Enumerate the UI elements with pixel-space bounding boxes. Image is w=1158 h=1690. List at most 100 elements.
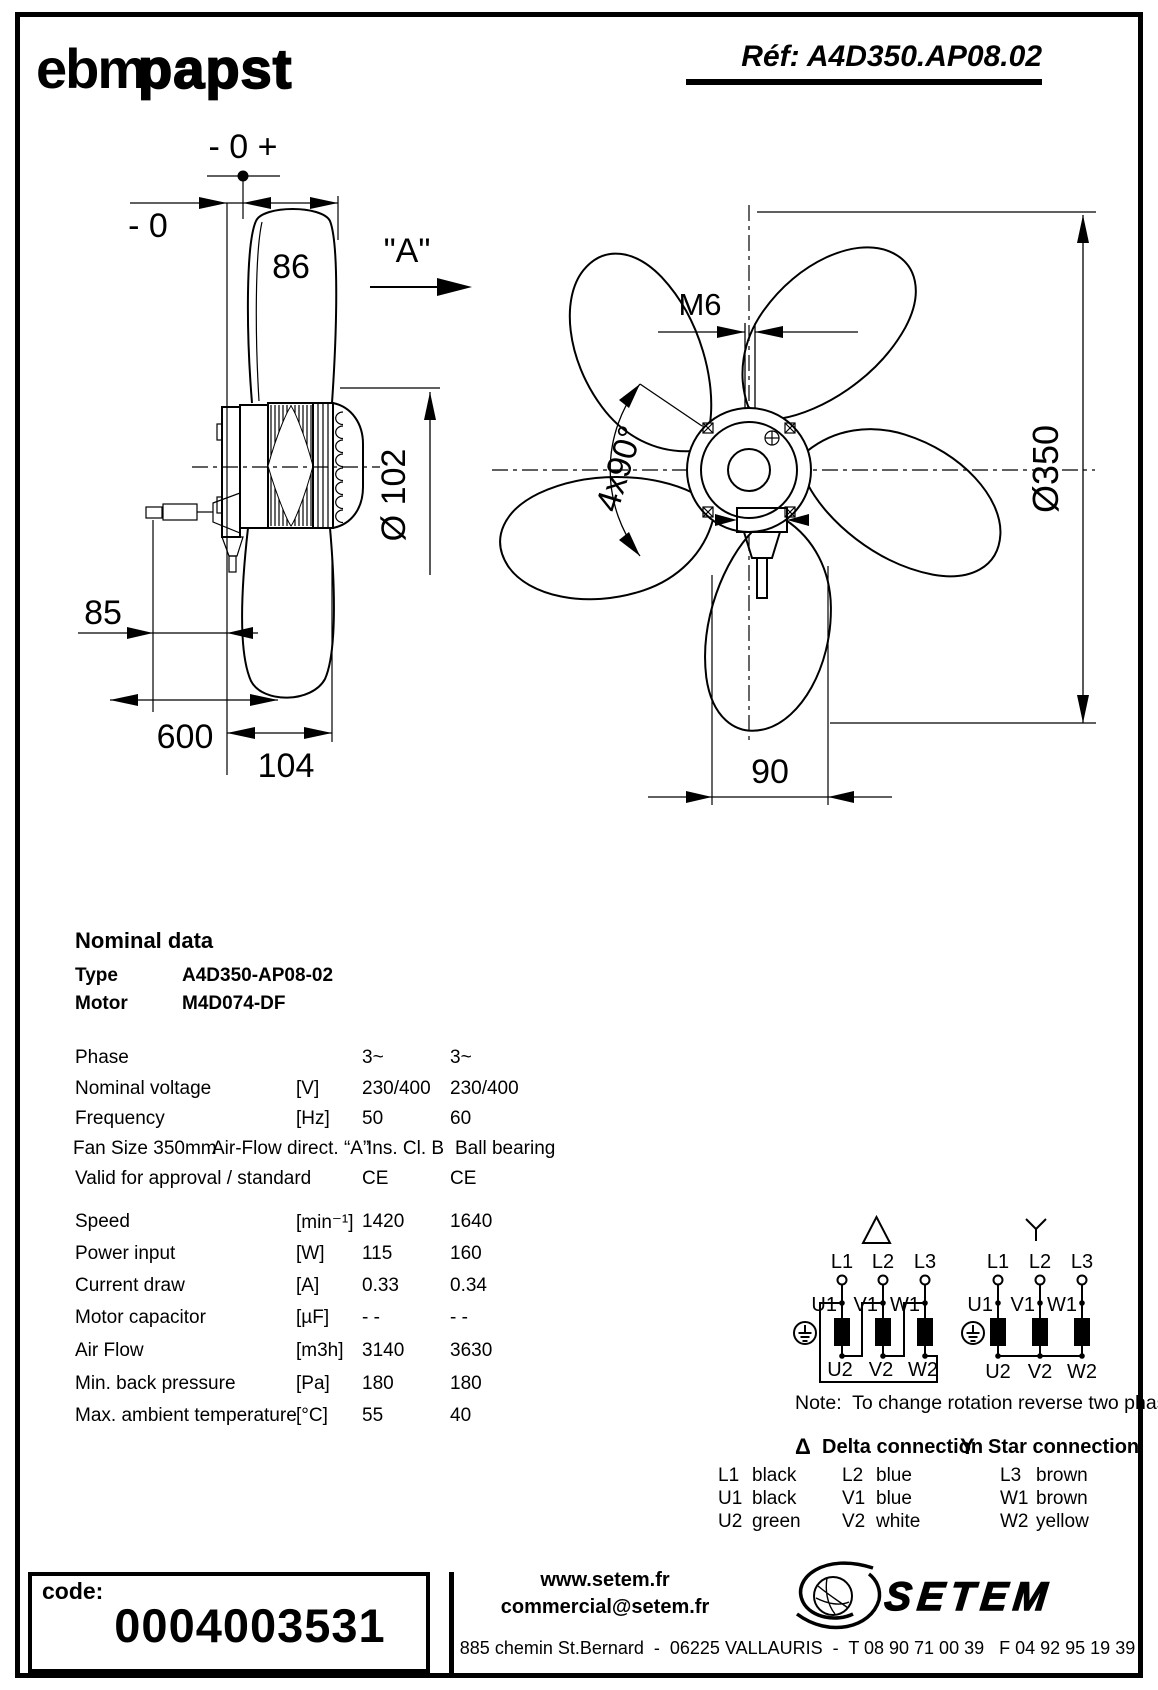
- wire-code: L3: [1000, 1465, 1022, 1486]
- code-label: code:: [42, 1578, 104, 1604]
- row-label: Speed: [75, 1211, 130, 1232]
- row-label: Current draw: [75, 1275, 185, 1296]
- row-label: Air Flow: [75, 1340, 144, 1361]
- row-unit: [min⁻¹]: [296, 1212, 354, 1233]
- row-value-50hz: 50: [362, 1108, 384, 1129]
- wire-color: blue: [876, 1488, 912, 1509]
- delta-l3-label: L3: [914, 1251, 936, 1273]
- tolerance-left-label: - 0: [128, 207, 168, 245]
- row-label: Nominal voltage: [75, 1078, 212, 1099]
- star-connection-label: Star connection: [988, 1436, 1140, 1458]
- star-l3-label: L3: [1071, 1251, 1093, 1273]
- star-w1-label: W1: [1047, 1294, 1077, 1316]
- insulation-class-text: Ins. Cl. B: [367, 1138, 445, 1159]
- delta-u2-label: U2: [827, 1359, 853, 1381]
- table-row: Current draw [A] 0.33 0.34: [75, 1275, 675, 1299]
- wire-code: L1: [718, 1465, 740, 1486]
- row-label: Valid for approval / standard: [75, 1168, 312, 1189]
- row-value-60hz: 1640: [450, 1211, 493, 1232]
- row-value-60hz: 40: [450, 1405, 472, 1426]
- code-box: [28, 1572, 430, 1673]
- reference-title: Réf: A4D350.AP08.02: [686, 40, 1042, 85]
- row-label: Phase: [75, 1047, 129, 1068]
- row-label: Max. ambient temperature: [75, 1405, 297, 1426]
- row-value-60hz: 230/400: [450, 1078, 519, 1099]
- wire-color: black: [752, 1465, 797, 1486]
- star-symbol-icon: [1025, 1218, 1047, 1241]
- airflow-direction-text: Air-Flow direct. “A”: [212, 1138, 370, 1159]
- row-value-50hz: 230/400: [362, 1078, 431, 1099]
- delta-v1-label: V1: [854, 1294, 878, 1316]
- logo-ebm-text: ebm: [36, 37, 145, 100]
- wire-code: W1: [1000, 1488, 1029, 1509]
- logo-papst-text: papst: [138, 37, 292, 100]
- ebmpapst-logo: ebm papst: [36, 36, 292, 101]
- star-symbol-text: Y: [960, 1434, 975, 1459]
- row-value-50hz: CE: [362, 1168, 389, 1189]
- delta-connection-diagram: L1 L2 L3 U1 V1 W1 U2 V2 W2: [793, 1214, 938, 1383]
- row-value-60hz: 180: [450, 1373, 482, 1394]
- row-label: Frequency: [75, 1108, 165, 1129]
- star-v2-label: V2: [1028, 1361, 1052, 1383]
- tolerance-top-label: - 0 +: [209, 128, 278, 166]
- wire-color: yellow: [1036, 1511, 1089, 1532]
- email-link[interactable]: commercial@setem.fr: [500, 1596, 710, 1618]
- row-value-50hz: 3~: [362, 1047, 384, 1068]
- star-l2-label: L2: [1029, 1251, 1051, 1273]
- wire-color: green: [752, 1511, 801, 1532]
- airflow-direction-label: "A": [384, 232, 431, 270]
- table-row: Phase 3~ 3~: [75, 1047, 675, 1071]
- row-value-50hz: 0.33: [362, 1275, 399, 1296]
- delta-v2-label: V2: [869, 1359, 893, 1381]
- row-label: Min. back pressure: [75, 1373, 236, 1394]
- earth-icon: [793, 1321, 817, 1345]
- dim-86-label: 86: [272, 248, 310, 286]
- row-unit: [W]: [296, 1243, 325, 1264]
- row-value-60hz: - -: [450, 1307, 468, 1328]
- nominal-data-title: Nominal data: [75, 928, 214, 953]
- row-value-60hz: 3630: [450, 1340, 493, 1361]
- table-row: Frequency [Hz] 50 60: [75, 1108, 675, 1132]
- rotation-note: Note: To change rotation reverse two pha…: [795, 1392, 1158, 1414]
- motor-value: M4D074-DF: [182, 993, 286, 1014]
- website-link[interactable]: www.setem.fr: [540, 1569, 670, 1591]
- table-row: Valid for approval / standard CE CE: [75, 1168, 675, 1192]
- row-unit: [°C]: [296, 1405, 328, 1426]
- row-value-50hz: - -: [362, 1307, 380, 1328]
- dim-350-label: Ø350: [1025, 425, 1066, 513]
- end-cap-scallops: [335, 411, 344, 524]
- motor-label: Motor: [75, 993, 128, 1014]
- row-value-60hz: 60: [450, 1108, 472, 1129]
- wire-color: blue: [876, 1465, 912, 1486]
- delta-w2-label: W2: [908, 1359, 938, 1381]
- star-w2-label: W2: [1067, 1361, 1097, 1383]
- delta-l2-label: L2: [872, 1251, 894, 1273]
- dim-85-label: 85: [84, 594, 122, 632]
- fan-size-row: Fan Size 350mm Air-Flow direct. “A” Ins.…: [73, 1138, 675, 1162]
- delta-symbol-icon: [861, 1214, 892, 1244]
- wire-code: V2: [842, 1511, 866, 1532]
- type-value: A4D350-AP08-02: [182, 965, 334, 986]
- table-row: Motor capacitor [µF] - - - -: [75, 1307, 675, 1331]
- row-value-60hz: 3~: [450, 1047, 472, 1068]
- row-value-60hz: CE: [450, 1168, 477, 1189]
- row-label: Power input: [75, 1243, 176, 1264]
- delta-l1-label: L1: [831, 1251, 853, 1273]
- dim-90-label: 90: [751, 753, 789, 791]
- wire-color: brown: [1036, 1488, 1088, 1509]
- star-l1-label: L1: [987, 1251, 1009, 1273]
- table-row: Speed [min⁻¹] 1420 1640: [75, 1211, 675, 1235]
- star-connection-diagram: L1 L2 L3 U1 V1 W1 U2 V2 W2: [961, 1218, 1097, 1383]
- delta-symbol-text: Δ: [795, 1434, 811, 1459]
- delta-u1-label: U1: [811, 1294, 837, 1316]
- motor-row: Motor M4D074-DF: [75, 993, 675, 1017]
- row-unit: [Pa]: [296, 1373, 330, 1394]
- row-value-50hz: 180: [362, 1373, 394, 1394]
- wire-color: black: [752, 1488, 797, 1509]
- wire-color: brown: [1036, 1465, 1088, 1486]
- bearing-text: Ball bearing: [455, 1138, 556, 1159]
- star-v1-label: V1: [1011, 1294, 1035, 1316]
- row-unit: [V]: [296, 1078, 320, 1099]
